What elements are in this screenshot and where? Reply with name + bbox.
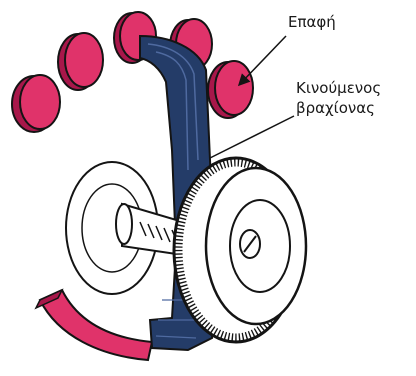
- contact-disc: [58, 33, 103, 90]
- contact-discs: [12, 12, 253, 132]
- contact-disc: [208, 61, 253, 118]
- rotor-wheel: [174, 158, 306, 342]
- label-contact: Επαφή: [288, 13, 336, 31]
- contact-disc: [12, 75, 60, 132]
- label-moving-arm-line1: Κινούμενος: [296, 79, 381, 97]
- shaft: [66, 162, 190, 294]
- label-moving-arm-line2: βραχίονας: [296, 99, 375, 117]
- arc-segment: [36, 290, 152, 360]
- callout-contact: Επαφή: [240, 13, 336, 84]
